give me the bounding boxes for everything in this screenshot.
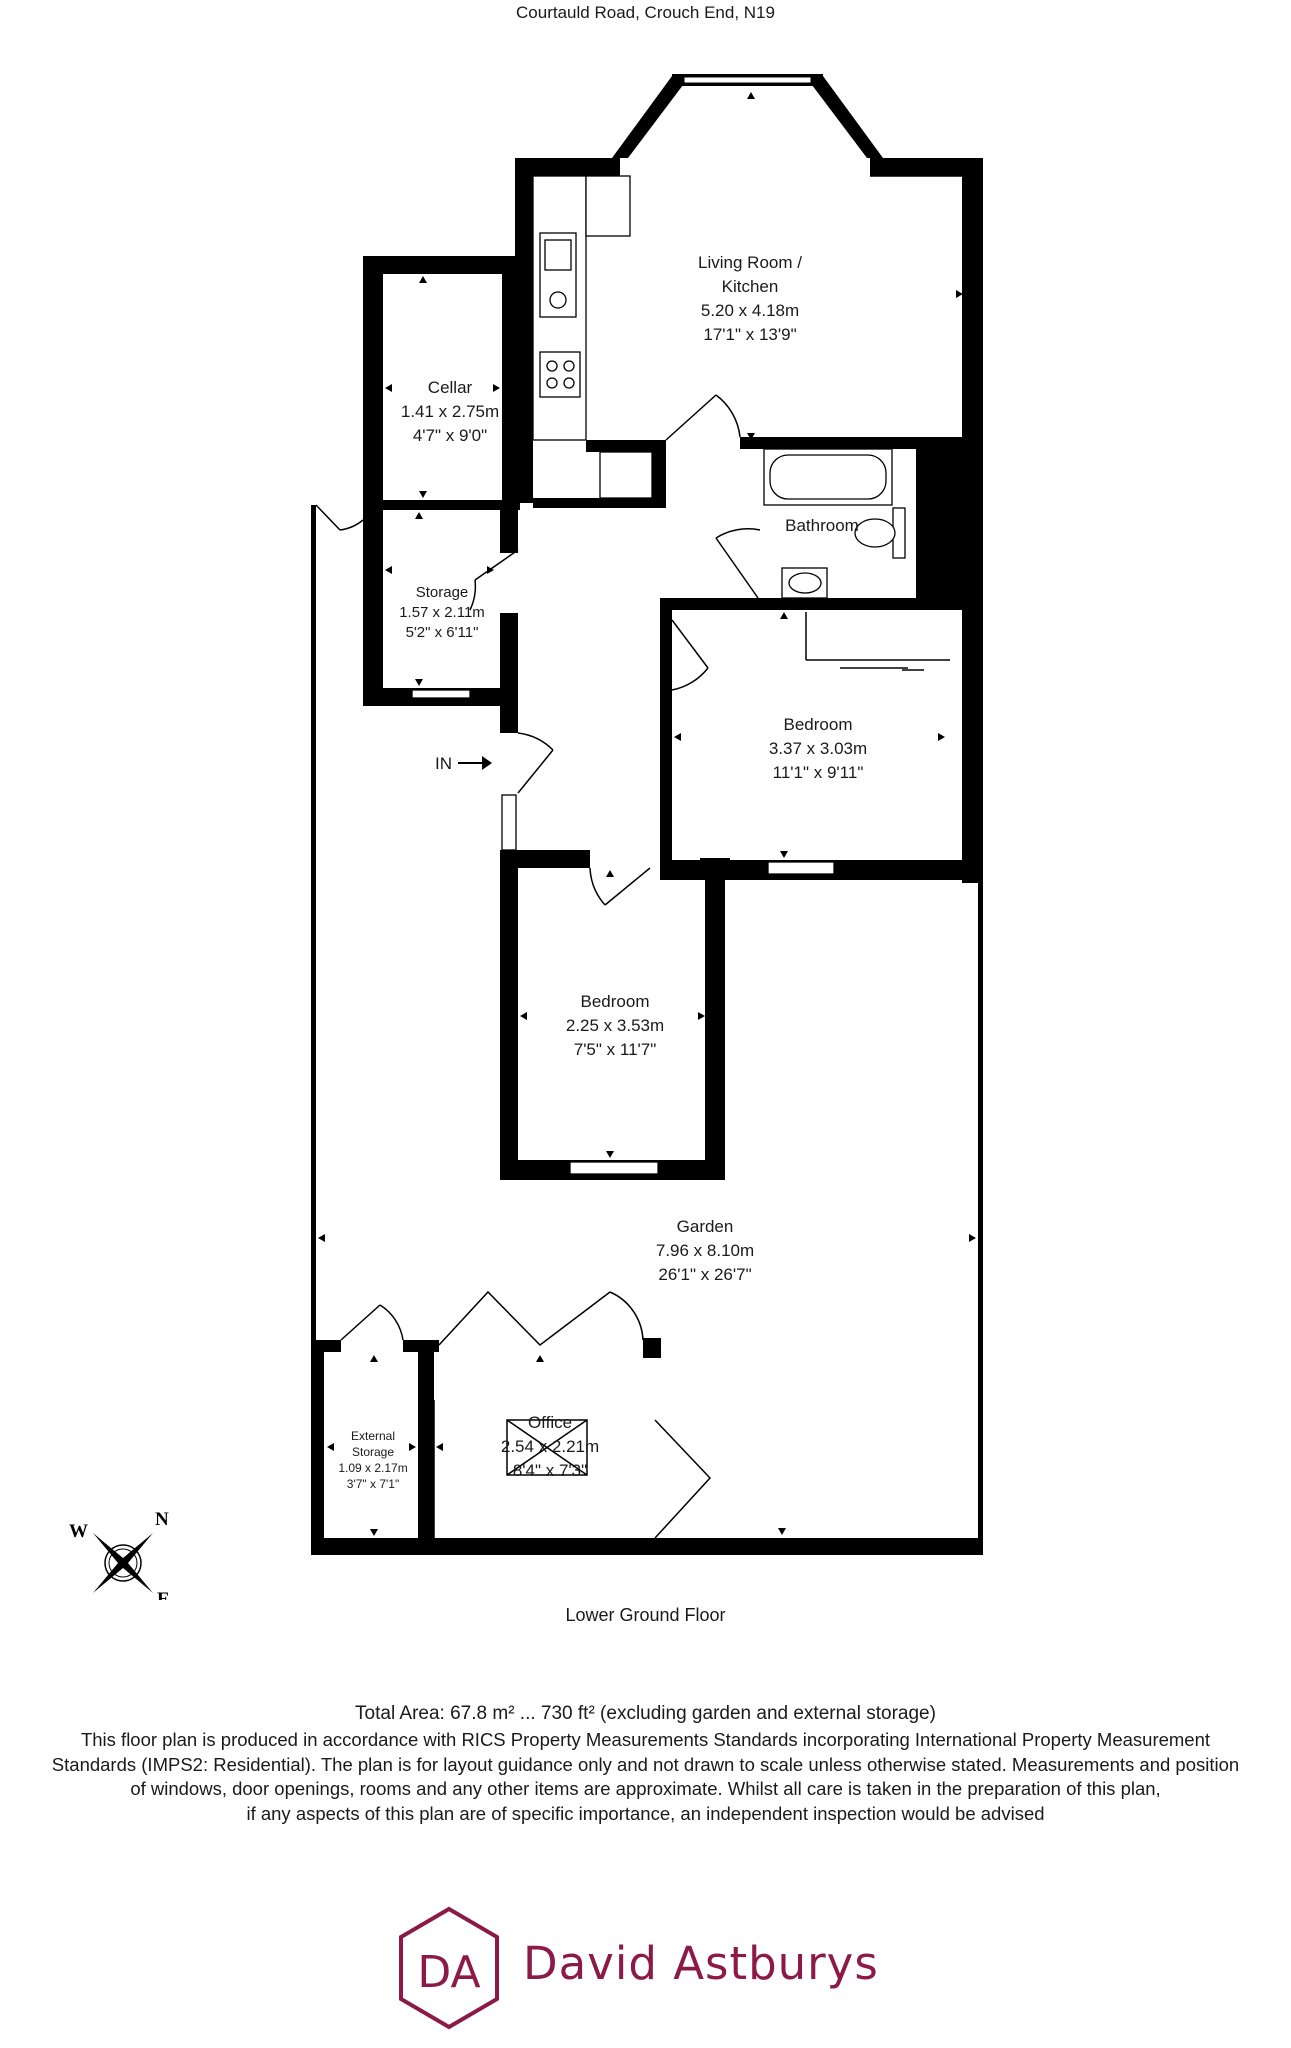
svg-text:Storage: Storage (416, 584, 469, 601)
svg-text:1.09 x 2.17m: 1.09 x 2.17m (338, 1461, 407, 1475)
svg-text:Bedroom: Bedroom (784, 715, 853, 734)
room-labels: Living Room / Kitchen 5.20 x 4.18m 17'1"… (338, 253, 867, 1491)
fixtures (532, 175, 906, 599)
windows (411, 689, 835, 1175)
brand-logo: DA (399, 1906, 499, 2030)
brand-name: David Astburys (523, 1937, 879, 1990)
room-label-storage: Storage 1.57 x 2.11m 5'2" x 6'11" (399, 584, 485, 641)
svg-text:4'7" x 9'0": 4'7" x 9'0" (413, 426, 487, 445)
svg-text:1.41 x 2.75m: 1.41 x 2.75m (401, 402, 499, 421)
svg-text:External: External (351, 1429, 395, 1443)
svg-text:26'1" x 26'7": 26'1" x 26'7" (658, 1265, 751, 1284)
disclaimer-line: of windows, door openings, rooms and any… (130, 1778, 1161, 1799)
entrance-marker: IN (435, 754, 492, 773)
svg-text:Office: Office (528, 1413, 572, 1432)
svg-text:17'1" x 13'9": 17'1" x 13'9" (703, 325, 796, 344)
svg-text:2.54 x 2.21m: 2.54 x 2.21m (501, 1437, 599, 1456)
svg-text:DA: DA (417, 1947, 480, 1998)
svg-text:Kitchen: Kitchen (722, 277, 779, 296)
floor-plan: IN Living Room / Kitchen 5.20 x 4.18m 17… (69, 74, 983, 1600)
plan-address: Courtauld Road, Crouch End, N19 (516, 3, 775, 22)
doors-and-lines (315, 175, 962, 1539)
svg-text:Storage: Storage (352, 1445, 394, 1459)
svg-text:11'1" x 9'11": 11'1" x 9'11" (773, 763, 864, 782)
svg-text:5.20 x 4.18m: 5.20 x 4.18m (701, 301, 799, 320)
svg-text:E: E (157, 1589, 170, 1600)
room-label-bedroom-1: Bedroom 3.37 x 3.03m 11'1" x 9'11" (769, 715, 867, 782)
floor-name: Lower Ground Floor (565, 1605, 726, 1625)
svg-text:Bathroom: Bathroom (785, 516, 859, 535)
svg-text:8'4" x 7'3": 8'4" x 7'3" (513, 1461, 587, 1480)
svg-text:Living Room /: Living Room / (698, 253, 802, 272)
svg-text:3.37 x 3.03m: 3.37 x 3.03m (769, 739, 867, 758)
svg-text:1.57 x 2.11m: 1.57 x 2.11m (399, 604, 485, 621)
svg-text:5'2" x 6'11": 5'2" x 6'11" (406, 624, 479, 641)
room-label-bathroom: Bathroom (785, 516, 859, 535)
disclaimer-line: This floor plan is produced in accordanc… (80, 1729, 1211, 1750)
svg-text:W: W (69, 1521, 88, 1542)
dimension-arrows (318, 92, 976, 1536)
disclaimer-line: if any aspects of this plan are of speci… (246, 1802, 1045, 1824)
compass-icon: N W E S (69, 1509, 170, 1600)
svg-text:7'5" x 11'7": 7'5" x 11'7" (574, 1040, 657, 1059)
svg-text:IN: IN (435, 754, 452, 773)
svg-text:Bedroom: Bedroom (581, 992, 650, 1011)
total-area: Total Area: 67.8 m² ... 730 ft² (excludi… (355, 1703, 936, 1724)
room-label-external-storage: External Storage 1.09 x 2.17m 3'7" x 7'1… (338, 1429, 407, 1491)
room-label-cellar: Cellar 1.41 x 2.75m 4'7" x 9'0" (401, 378, 499, 445)
svg-text:7.96 x 8.10m: 7.96 x 8.10m (656, 1241, 754, 1260)
room-label-garden: Garden 7.96 x 8.10m 26'1" x 26'7" (656, 1217, 754, 1284)
svg-text:3'7" x 7'1": 3'7" x 7'1" (347, 1477, 399, 1491)
room-label-bedroom-2: Bedroom 2.25 x 3.53m 7'5" x 11'7" (566, 992, 664, 1059)
svg-text:Cellar: Cellar (428, 378, 473, 397)
disclaimer: This floor plan is produced in accordanc… (0, 1728, 1291, 1826)
svg-text:2.25 x 3.53m: 2.25 x 3.53m (566, 1016, 664, 1035)
svg-text:N: N (155, 1509, 169, 1530)
room-label-living-kitchen: Living Room / Kitchen 5.20 x 4.18m 17'1"… (698, 253, 802, 344)
disclaimer-line: Standards (IMPS2: Residential). The plan… (51, 1753, 1240, 1775)
house-walls (311, 74, 983, 1555)
svg-text:Garden: Garden (677, 1217, 734, 1236)
room-label-office: Office 2.54 x 2.21m 8'4" x 7'3" (501, 1413, 599, 1480)
